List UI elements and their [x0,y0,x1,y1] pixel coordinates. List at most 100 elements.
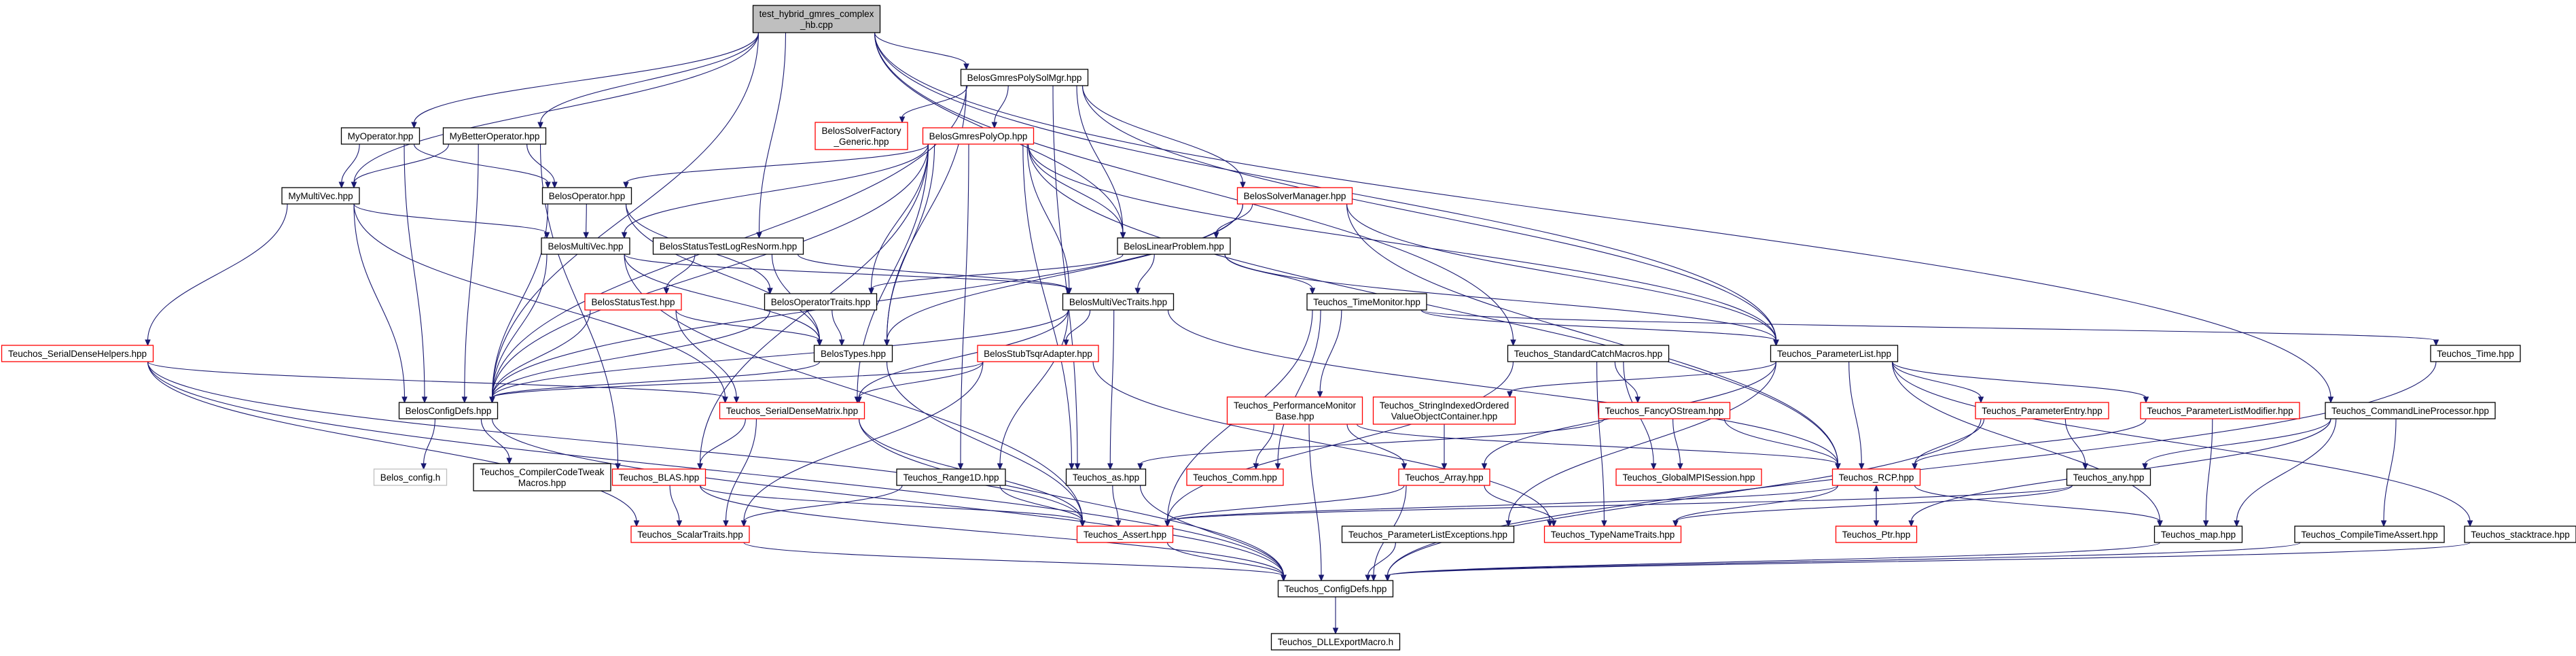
edge-root-to-mybetteroperator [537,32,759,129]
node-box [541,187,632,205]
edge-line [831,309,842,341]
node-multivectraits[interactable]: BelosMultiVecTraits.hpp [1062,293,1175,311]
node-standardcatchmacros[interactable]: Teuchos_StandardCatchMacros.hpp [1507,345,1670,362]
node-globalmpisession[interactable]: Teuchos_GlobalMPISession.hpp [1615,468,1762,486]
node-comm[interactable]: Teuchos_Comm.hpp [1186,468,1284,486]
edge-arrowhead [621,232,628,239]
edge-teuchos-array-to-assert [1164,485,1405,528]
edge-line [858,361,984,398]
edge-arrowhead [506,458,512,465]
edge-line [725,418,757,522]
node-mybetteroperator[interactable]: MyBetterOperator.hpp [442,127,547,145]
node-gmrespolyop[interactable]: BelosGmresPolyOp.hpp [922,127,1035,145]
edge-linearproblem-to-multivectraits [1134,254,1155,295]
node-stringindexed[interactable]: Teuchos_StringIndexedOrderedValueObjectC… [1372,396,1516,425]
node-belosconfigdefs[interactable]: BelosConfigDefs.hpp [398,402,499,419]
edge-line [1026,143,1070,290]
node-teuchos-time[interactable]: Teuchos_Time.hpp [2430,345,2521,362]
node-commandlineprocessor[interactable]: Teuchos_CommandLineProcessor.hpp [2325,402,2496,419]
edge-blas-to-teuchos-configdefs [699,485,1287,582]
node-solvermanager[interactable]: BelosSolverManager.hpp [1236,187,1353,205]
edge-belosoperator-to-belosmultivec [583,203,589,239]
edge-gmrespoly-solmgr-to-solverfactory-generic [899,85,968,124]
node-fancyostream[interactable]: Teuchos_FancyOStream.hpp [1598,402,1731,419]
node-teuchos-array[interactable]: Teuchos_Array.hpp [1398,468,1490,486]
node-label: Teuchos_FancyOStream.hpp [1605,406,1724,416]
edge-line [491,309,1069,398]
node-teuchos-as[interactable]: Teuchos_as.hpp [1065,468,1147,486]
edge-arrowhead [1672,520,1679,528]
edge-line [797,254,1069,290]
edge-line [1166,485,1405,522]
edge-belosconfigdefs-to-belos-config [421,418,435,470]
node-scalartraits[interactable]: Teuchos_ScalarTraits.hpp [630,525,750,543]
edge-line [341,143,360,184]
node-stacktrace[interactable]: Teuchos_stacktrace.hpp [2464,525,2576,543]
edge-arrowhead [899,116,906,124]
node-box [813,345,893,362]
node-myoperator[interactable]: MyOperator.hpp [340,127,421,145]
edge-line [1672,418,1681,465]
edge-arrowhead [1601,520,1607,528]
edge-mymultivec-to-belosmultivec [353,203,550,239]
node-linearproblem[interactable]: BelosLinearProblem.hpp [1117,237,1231,255]
node-stubtsqradapter[interactable]: BelosStubTsqrAdapter.hpp [977,345,1099,362]
edge-arrowhead [1134,288,1141,295]
edge-arrowhead [676,520,683,528]
node-belosoperator[interactable]: BelosOperator.hpp [541,187,632,205]
node-parameterlist[interactable]: Teuchos_ParameterList.hpp [1770,345,1899,362]
node-teuchos-map[interactable]: Teuchos_map.hpp [2153,525,2243,543]
node-statustest[interactable]: BelosStatusTest.hpp [584,293,682,311]
edge-teuchos-as-to-assert [1112,485,1122,528]
node-range1d[interactable]: Teuchos_Range1D.hpp [896,468,1006,486]
node-label: Teuchos_GlobalMPISession.hpp [1622,472,1755,483]
node-solverfactory-generic[interactable]: BelosSolverFactory_Generic.hpp [815,122,908,150]
node-timemonitor[interactable]: Teuchos_TimeMonitor.hpp [1306,293,1427,311]
node-serialdensematrix[interactable]: Teuchos_SerialDenseMatrix.hpp [719,402,865,419]
node-box [719,402,865,419]
node-box [611,468,706,486]
edge-arrowhead [697,463,703,470]
node-teuchos-any[interactable]: Teuchos_any.hpp [2066,468,2151,486]
node-belostypes[interactable]: BelosTypes.hpp [813,345,893,362]
node-serialdensehelpers[interactable]: Teuchos_SerialDenseHelpers.hpp [1,345,154,362]
edge-arrowhead [963,63,969,71]
node-blas[interactable]: Teuchos_BLAS.hpp [611,468,706,486]
node-label: BelosOperator.hpp [549,191,626,201]
node-dllexportmacro[interactable]: Teuchos_DLLExportMacro.h [1270,633,1401,651]
node-compiletimeassert[interactable]: Teuchos_CompileTimeAssert.hpp [2294,525,2445,543]
node-typenametraits[interactable]: Teuchos_TypeNameTraits.hpp [1543,525,1682,543]
node-parameterentry[interactable]: Teuchos_ParameterEntry.hpp [1975,402,2109,419]
edge-line [624,254,1069,290]
edge-line [1081,85,1244,184]
node-statustest-logresnorm[interactable]: BelosStatusTestLogResNorm.hpp [652,237,804,255]
edge-line [147,203,288,341]
node-assert[interactable]: Teuchos_Assert.hpp [1076,525,1174,543]
edge-arrowhead [1370,574,1377,582]
node-operatortraits[interactable]: BelosOperatorTraits.hpp [764,293,878,311]
node-belosmultivec[interactable]: BelosMultiVec.hpp [541,237,630,255]
node-belos-config[interactable]: Belos_config.h [373,468,448,486]
node-box [1398,468,1490,486]
edge-arrowhead [1547,520,1553,528]
node-mymultivec[interactable]: MyMultiVec.hpp [281,187,360,205]
node-ptr[interactable]: Teuchos_Ptr.hpp [1835,525,1918,543]
node-label: Teuchos_Comm.hpp [1193,472,1277,483]
edge-stubtsqradapter-to-serialdensematrix [856,361,984,404]
node-teuchos-configdefs[interactable]: Teuchos_ConfigDefs.hpp [1277,580,1394,598]
node-gmrespoly-solmgr[interactable]: BelosGmresPolySolMgr.hpp [960,69,1089,86]
node-rcp[interactable]: Teuchos_RCP.hpp [1831,468,1921,486]
edge-line [1614,361,1639,398]
node-paramlistmodifier[interactable]: Teuchos_ParameterListModifier.hpp [2140,402,2300,419]
edge-arrowhead [1281,574,1287,582]
edge-arrowhead [461,396,468,404]
edge-arrowhead [856,396,862,404]
node-paramlistexceptions[interactable]: Teuchos_ParameterListExceptions.hpp [1341,525,1515,543]
edge-standardcatchmacros-to-fancyostream [1614,361,1641,404]
edge-line [147,361,1285,576]
node-root[interactable]: test_hybrid_gmres_complex_hb.cpp [752,5,881,33]
edge-multivectraits-to-teuchos-as [1107,309,1115,470]
edge-statustest-to-belostypes [675,309,823,347]
